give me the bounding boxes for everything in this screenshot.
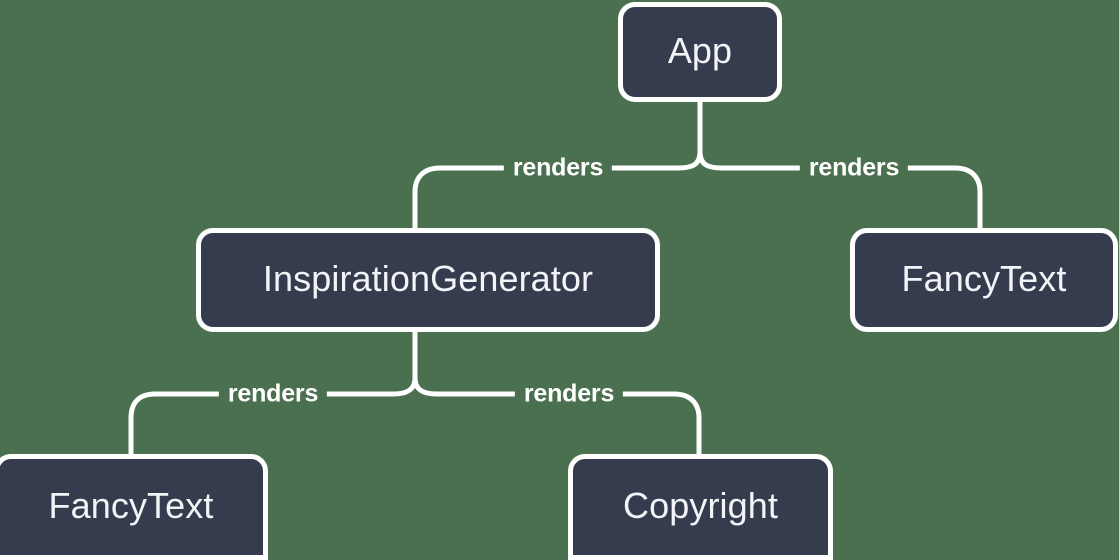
edge-label-inspiration-to-copyright: renders — [514, 381, 624, 407]
node-inspiration-generator-label: InspirationGenerator — [262, 258, 594, 299]
node-copyright[interactable]: Copyright — [568, 454, 833, 560]
node-fancytext-left[interactable]: FancyText — [0, 454, 268, 560]
edge-label-inspiration-to-fancytext-left: renders — [218, 381, 328, 407]
node-fancytext-right[interactable]: FancyText — [850, 228, 1118, 332]
node-app[interactable]: App — [618, 2, 782, 102]
node-fancytext-right-label: FancyText — [901, 258, 1067, 299]
node-app-label: App — [667, 30, 733, 71]
node-copyright-label: Copyright — [623, 485, 778, 526]
node-inspiration-generator[interactable]: InspirationGenerator — [196, 228, 660, 332]
edge-label-app-to-inspiration: renders — [503, 155, 613, 181]
edge-label-app-to-fancytext-right: renders — [799, 155, 909, 181]
node-fancytext-left-label: FancyText — [48, 485, 214, 526]
